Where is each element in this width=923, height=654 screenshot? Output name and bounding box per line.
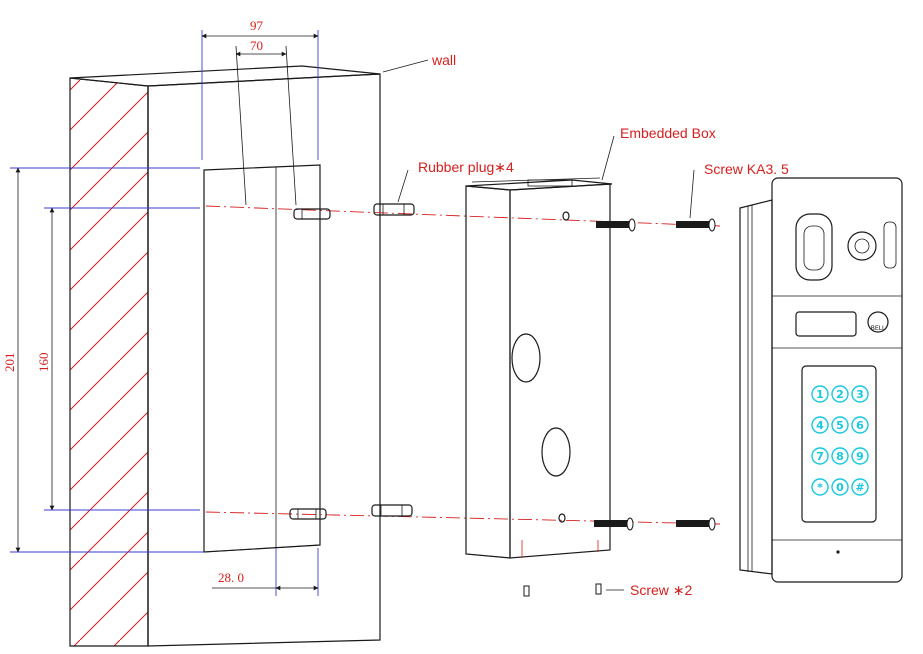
screw-ka-label: Screw KA3. 5 bbox=[704, 161, 789, 177]
svg-text:BELL: BELL bbox=[871, 325, 886, 332]
keypad-key-label: 3 bbox=[856, 388, 864, 401]
keypad-key-label: # bbox=[855, 481, 864, 494]
box-screw-upper bbox=[596, 218, 636, 232]
keypad-key-ring bbox=[811, 416, 829, 434]
wall-front-face bbox=[147, 73, 381, 647]
keypad-key: 7 bbox=[811, 447, 829, 465]
rubber-plug-label: Rubber plug∗4 bbox=[418, 159, 514, 175]
rubber-plugs bbox=[289, 203, 415, 520]
keypad-key: 9 bbox=[851, 447, 869, 465]
name-plate bbox=[795, 311, 857, 337]
bottom-screws bbox=[523, 583, 602, 597]
keypad-key-ring bbox=[811, 447, 829, 465]
rubber-plug-lower-1 bbox=[289, 508, 327, 520]
keypad-key-label: * bbox=[817, 481, 823, 494]
keypad-key-ring bbox=[851, 447, 869, 465]
rubber-plug-lower-2 bbox=[371, 504, 413, 517]
keypad-key-label: 1 bbox=[816, 388, 824, 401]
camera-window bbox=[795, 213, 833, 281]
keypad-key-label: 7 bbox=[816, 450, 824, 463]
keypad-key: 8 bbox=[831, 447, 849, 465]
keypad-key-ring bbox=[851, 416, 869, 434]
keypad-key-label: 2 bbox=[836, 388, 844, 401]
cable-hole-upper bbox=[511, 333, 541, 383]
dimension-70: 70 bbox=[235, 38, 297, 206]
dimension-97: 97 bbox=[201, 18, 319, 160]
svg-text:201: 201 bbox=[2, 353, 17, 373]
camera-lens-icon bbox=[847, 231, 877, 261]
keypad-key-ring bbox=[811, 478, 829, 496]
keypad-key: 0 bbox=[831, 478, 849, 496]
keypad-key: 4 bbox=[811, 416, 829, 434]
wall-label: wall bbox=[431, 52, 456, 68]
keypad-key: 2 bbox=[831, 385, 849, 403]
keypad-key-ring bbox=[831, 385, 849, 403]
svg-text:160: 160 bbox=[36, 353, 51, 373]
svg-text:28. 0: 28. 0 bbox=[218, 570, 244, 585]
dimension-28: 28. 0 bbox=[212, 548, 319, 596]
bell-icon bbox=[867, 311, 889, 333]
lower-center-line bbox=[205, 511, 721, 525]
wall-recess bbox=[203, 164, 321, 553]
wall-hatched-face bbox=[69, 77, 149, 647]
keypad-key-label: 5 bbox=[836, 419, 844, 432]
keypad-key-ring bbox=[811, 385, 829, 403]
keypad-key-ring bbox=[851, 385, 869, 403]
keypad-key-ring bbox=[831, 447, 849, 465]
wall bbox=[69, 65, 381, 647]
upper-center-line bbox=[205, 205, 721, 227]
cable-hole-lower bbox=[541, 427, 571, 477]
rubber-plug-upper-1 bbox=[293, 208, 331, 220]
keypad-key: 3 bbox=[851, 385, 869, 403]
dimension-201: 201 bbox=[2, 167, 204, 553]
ka-screw-lower bbox=[676, 517, 716, 531]
keypad-key-ring bbox=[851, 478, 869, 496]
keypad-key-label: 9 bbox=[856, 450, 864, 463]
keypad-key-label: 0 bbox=[836, 481, 844, 494]
keypad-area bbox=[801, 365, 877, 523]
ka-screw-upper bbox=[676, 218, 716, 232]
dimension-160: 160 bbox=[36, 207, 200, 511]
keypad-key-label: 8 bbox=[836, 450, 844, 463]
keypad-key: # bbox=[851, 478, 869, 496]
keypad-key: 1 bbox=[811, 385, 829, 403]
box-screw-lower bbox=[594, 517, 634, 531]
screw-2-label: Screw ∗2 bbox=[630, 582, 693, 598]
rubber-plug-upper-2 bbox=[373, 203, 415, 216]
embedded-box bbox=[465, 177, 613, 559]
svg-text:70: 70 bbox=[250, 38, 263, 53]
keypad-key: 5 bbox=[831, 416, 849, 434]
embedded-box-label: Embedded Box bbox=[620, 125, 716, 141]
svg-text:97: 97 bbox=[250, 18, 264, 33]
keypad-key-label: 4 bbox=[816, 419, 824, 432]
keypad-key: * bbox=[811, 478, 829, 496]
keypad-key-ring bbox=[831, 478, 849, 496]
keypad-key-label: 6 bbox=[856, 419, 864, 432]
keypad-key-ring bbox=[831, 416, 849, 434]
keypad-key: 6 bbox=[851, 416, 869, 434]
